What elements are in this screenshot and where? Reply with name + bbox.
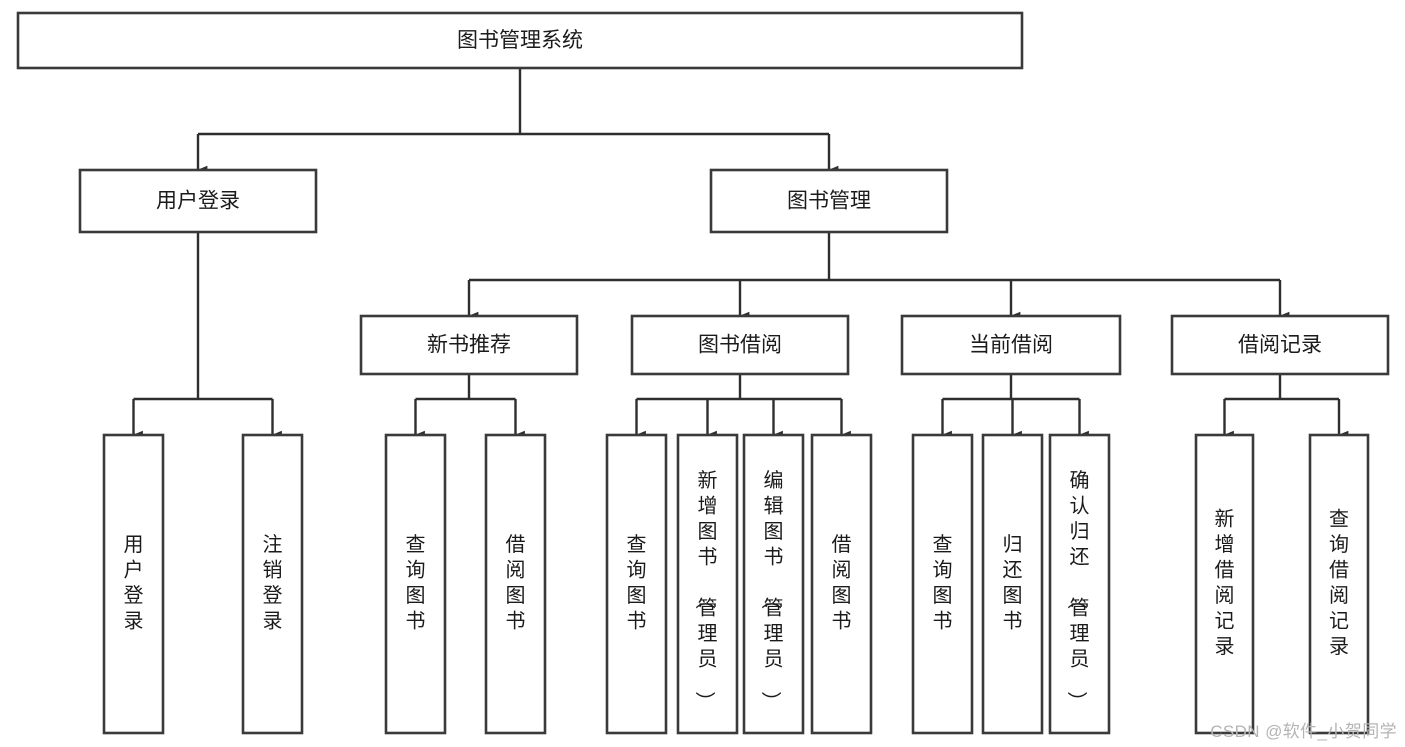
node-level2-1[interactable]: 用户登录	[78, 168, 318, 234]
node-leaf-4-3[interactable]: 确认归还（管理员）	[1048, 433, 1111, 735]
node-leaf-3-3[interactable]: 编辑图书（管理员）	[742, 433, 805, 735]
node-leaf-3-1-label: 查询图书	[627, 533, 647, 633]
node-leaf-3-2-label: 新增图书（管理员）	[693, 469, 718, 711]
node-level3-3[interactable]: 当前借阅	[900, 314, 1122, 376]
node-level3-1[interactable]: 新书推荐	[359, 314, 579, 376]
node-leaf-2-1[interactable]: 查询图书	[384, 433, 447, 735]
node-leaf-3-2-box	[676, 433, 739, 735]
node-leaf-1-2[interactable]: 注销登录	[241, 433, 304, 735]
node-leaf-5-2-box	[1308, 433, 1370, 735]
node-level2-2-box	[709, 168, 949, 234]
node-root-book-management-system[interactable]: 图书管理系统	[16, 11, 1024, 70]
node-level3-3-label: 当前借阅	[969, 334, 1053, 357]
node-leaf-2-1-label: 查询图书	[406, 533, 426, 633]
node-leaf-4-2[interactable]: 归还图书	[981, 433, 1044, 735]
node-level3-3-box	[900, 314, 1122, 376]
node-leaf-2-2-box	[484, 433, 547, 735]
node-leaf-3-1-box	[605, 433, 668, 735]
node-leaf-1-1-label: 用户登录	[124, 534, 144, 633]
node-leaf-3-4[interactable]: 借阅图书	[810, 433, 873, 735]
node-leaf-5-1[interactable]: 新增借阅记录	[1194, 433, 1255, 735]
node-level3-2-box	[630, 314, 850, 376]
node-leaf-3-2[interactable]: 新增图书（管理员）	[676, 433, 739, 735]
node-leaf-4-3-box	[1048, 433, 1111, 735]
node-level2-1-box	[78, 168, 318, 234]
node-level2-2-label: 图书管理	[787, 190, 871, 213]
node-leaf-3-1[interactable]: 查询图书	[605, 433, 668, 735]
node-leaf-1-2-box	[241, 433, 304, 735]
node-layer: 图书管理系统用户登录图书管理新书推荐图书借阅当前借阅借阅记录用户登录注销登录查询…	[16, 11, 1390, 735]
node-leaf-4-1-label: 查询图书	[933, 533, 953, 633]
node-level3-4-box	[1170, 314, 1390, 376]
node-level2-1-label: 用户登录	[156, 190, 240, 213]
node-leaf-1-1[interactable]: 用户登录	[102, 433, 165, 735]
node-leaf-2-1-box	[384, 433, 447, 735]
node-leaf-5-1-box	[1194, 433, 1255, 735]
node-leaf-3-3-box	[742, 433, 805, 735]
node-leaf-2-2-label: 借阅图书	[506, 533, 526, 633]
node-leaf-4-2-label: 归还图书	[1003, 533, 1023, 633]
node-leaf-4-3-label: 确认归还（管理员）	[1065, 469, 1090, 711]
node-leaf-5-2-label: 查询借阅记录	[1329, 508, 1349, 659]
node-level2-2[interactable]: 图书管理	[709, 168, 949, 234]
node-leaf-4-1[interactable]: 查询图书	[911, 433, 974, 735]
node-level3-4[interactable]: 借阅记录	[1170, 314, 1390, 376]
node-leaf-3-3-label: 编辑图书（管理员）	[759, 469, 784, 711]
node-root-book-management-system-box	[16, 11, 1024, 70]
node-leaf-3-4-label: 借阅图书	[832, 533, 852, 633]
node-leaf-5-2[interactable]: 查询借阅记录	[1308, 433, 1370, 735]
node-leaf-2-2[interactable]: 借阅图书	[484, 433, 547, 735]
node-leaf-4-2-box	[981, 433, 1044, 735]
node-leaf-3-4-box	[810, 433, 873, 735]
node-level3-1-box	[359, 314, 579, 376]
node-level3-1-label: 新书推荐	[427, 334, 511, 357]
node-level3-2[interactable]: 图书借阅	[630, 314, 850, 376]
node-root-book-management-system-label: 图书管理系统	[457, 29, 583, 52]
node-level3-4-label: 借阅记录	[1238, 334, 1322, 357]
node-level3-2-label: 图书借阅	[698, 334, 782, 357]
connector-layer	[132, 68, 1349, 440]
node-leaf-5-1-label: 新增借阅记录	[1215, 508, 1235, 659]
node-leaf-1-2-label: 注销登录	[263, 533, 283, 633]
node-leaf-4-1-box	[911, 433, 974, 735]
node-leaf-1-1-box	[102, 433, 165, 735]
